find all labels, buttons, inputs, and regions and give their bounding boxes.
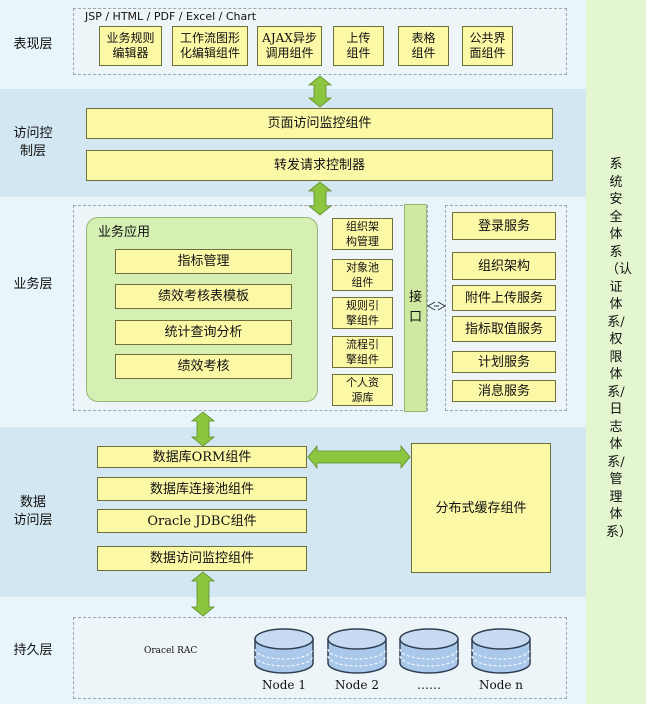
data-access-monitor-component: 数据访问监控组件	[97, 546, 307, 571]
security-system-label: 系统安全体系（认证体系/权限体系/日志体系/管理体系）	[606, 157, 633, 540]
connection-pool-component: 数据库连接池组件	[97, 477, 307, 501]
layer-label-data-access: 数据 访问层	[13, 495, 53, 528]
presentation-formats: JSP / HTML / PDF / Excel / Chart	[85, 10, 257, 23]
arrow-orm-to-cache	[307, 444, 411, 470]
interface-label-bottom: 口	[408, 310, 422, 325]
personal-resource-library: 个人资 源库	[332, 374, 393, 406]
arrow-presentation-to-access	[307, 75, 333, 108]
ajax-async-component: AJAX异步 调用组件	[257, 26, 322, 66]
object-pool-component: 对象池 组件	[332, 259, 393, 291]
oracle-jdbc-component: Oracle JDBC组件	[97, 509, 307, 533]
app-performance-review: 绩效考核	[115, 354, 292, 379]
orm-component: 数据库ORM组件	[97, 446, 307, 468]
common-ui-component: 公共界 面组件	[462, 26, 513, 66]
layer-label-presentation: 表现层	[13, 36, 53, 52]
business-application-title: 业务应用	[98, 225, 151, 240]
layer-label-business: 业务层	[13, 276, 53, 292]
node-n-database-icon	[471, 628, 531, 674]
indicator-value-service: 指标取值服务	[452, 316, 556, 342]
forward-request-controller: 转发请求控制器	[86, 150, 553, 181]
node-ellipsis-label: ……	[417, 678, 441, 692]
security-system-column	[586, 0, 646, 704]
login-service: 登录服务	[452, 212, 556, 240]
interface-bar: 接 口	[404, 204, 427, 412]
table-component: 表格 组件	[398, 26, 449, 66]
org-structure-management: 组织架 构管理	[332, 218, 393, 250]
layer-label-access-control: 访问控 制层	[13, 126, 53, 159]
node-2-database-icon	[327, 628, 387, 674]
distributed-cache-component: 分布式缓存组件	[411, 443, 551, 573]
node-ellipsis-database-icon	[399, 628, 459, 674]
app-statistics-query: 统计查询分析	[115, 320, 292, 345]
app-indicator-management: 指标管理	[115, 249, 292, 274]
node-1-database-icon	[254, 628, 314, 674]
arrow-access-to-business	[307, 181, 333, 216]
app-kpi-template: 绩效考核表模板	[115, 284, 292, 309]
plan-service: 计划服务	[452, 351, 556, 373]
rule-engine-component: 规则引 擎组件	[332, 297, 393, 329]
attachment-upload-service: 附件上传服务	[452, 285, 556, 311]
interface-label-top: 接	[408, 290, 422, 305]
upload-component: 上传 组件	[333, 26, 384, 66]
oracle-rac-label: Oracel RAC	[144, 646, 198, 656]
arrow-interface-to-services	[426, 301, 447, 311]
node-n-label: Node n	[478, 678, 524, 692]
message-service: 消息服务	[452, 380, 556, 402]
workflow-engine-component: 流程引 擎组件	[332, 336, 393, 368]
layer-label-persistence: 持久层	[13, 642, 53, 658]
org-structure-service: 组织架构	[452, 252, 556, 280]
arrow-business-to-data	[190, 411, 216, 447]
workflow-graphic-editor: 工作流图形 化编辑组件	[172, 26, 248, 66]
business-rule-editor: 业务规则 编辑器	[99, 26, 162, 66]
arrow-data-to-persistence	[190, 571, 216, 617]
node-2-label: Node 2	[335, 678, 379, 692]
node-1-label: Node 1	[262, 678, 306, 692]
page-access-monitor-component: 页面访问监控组件	[86, 108, 553, 139]
